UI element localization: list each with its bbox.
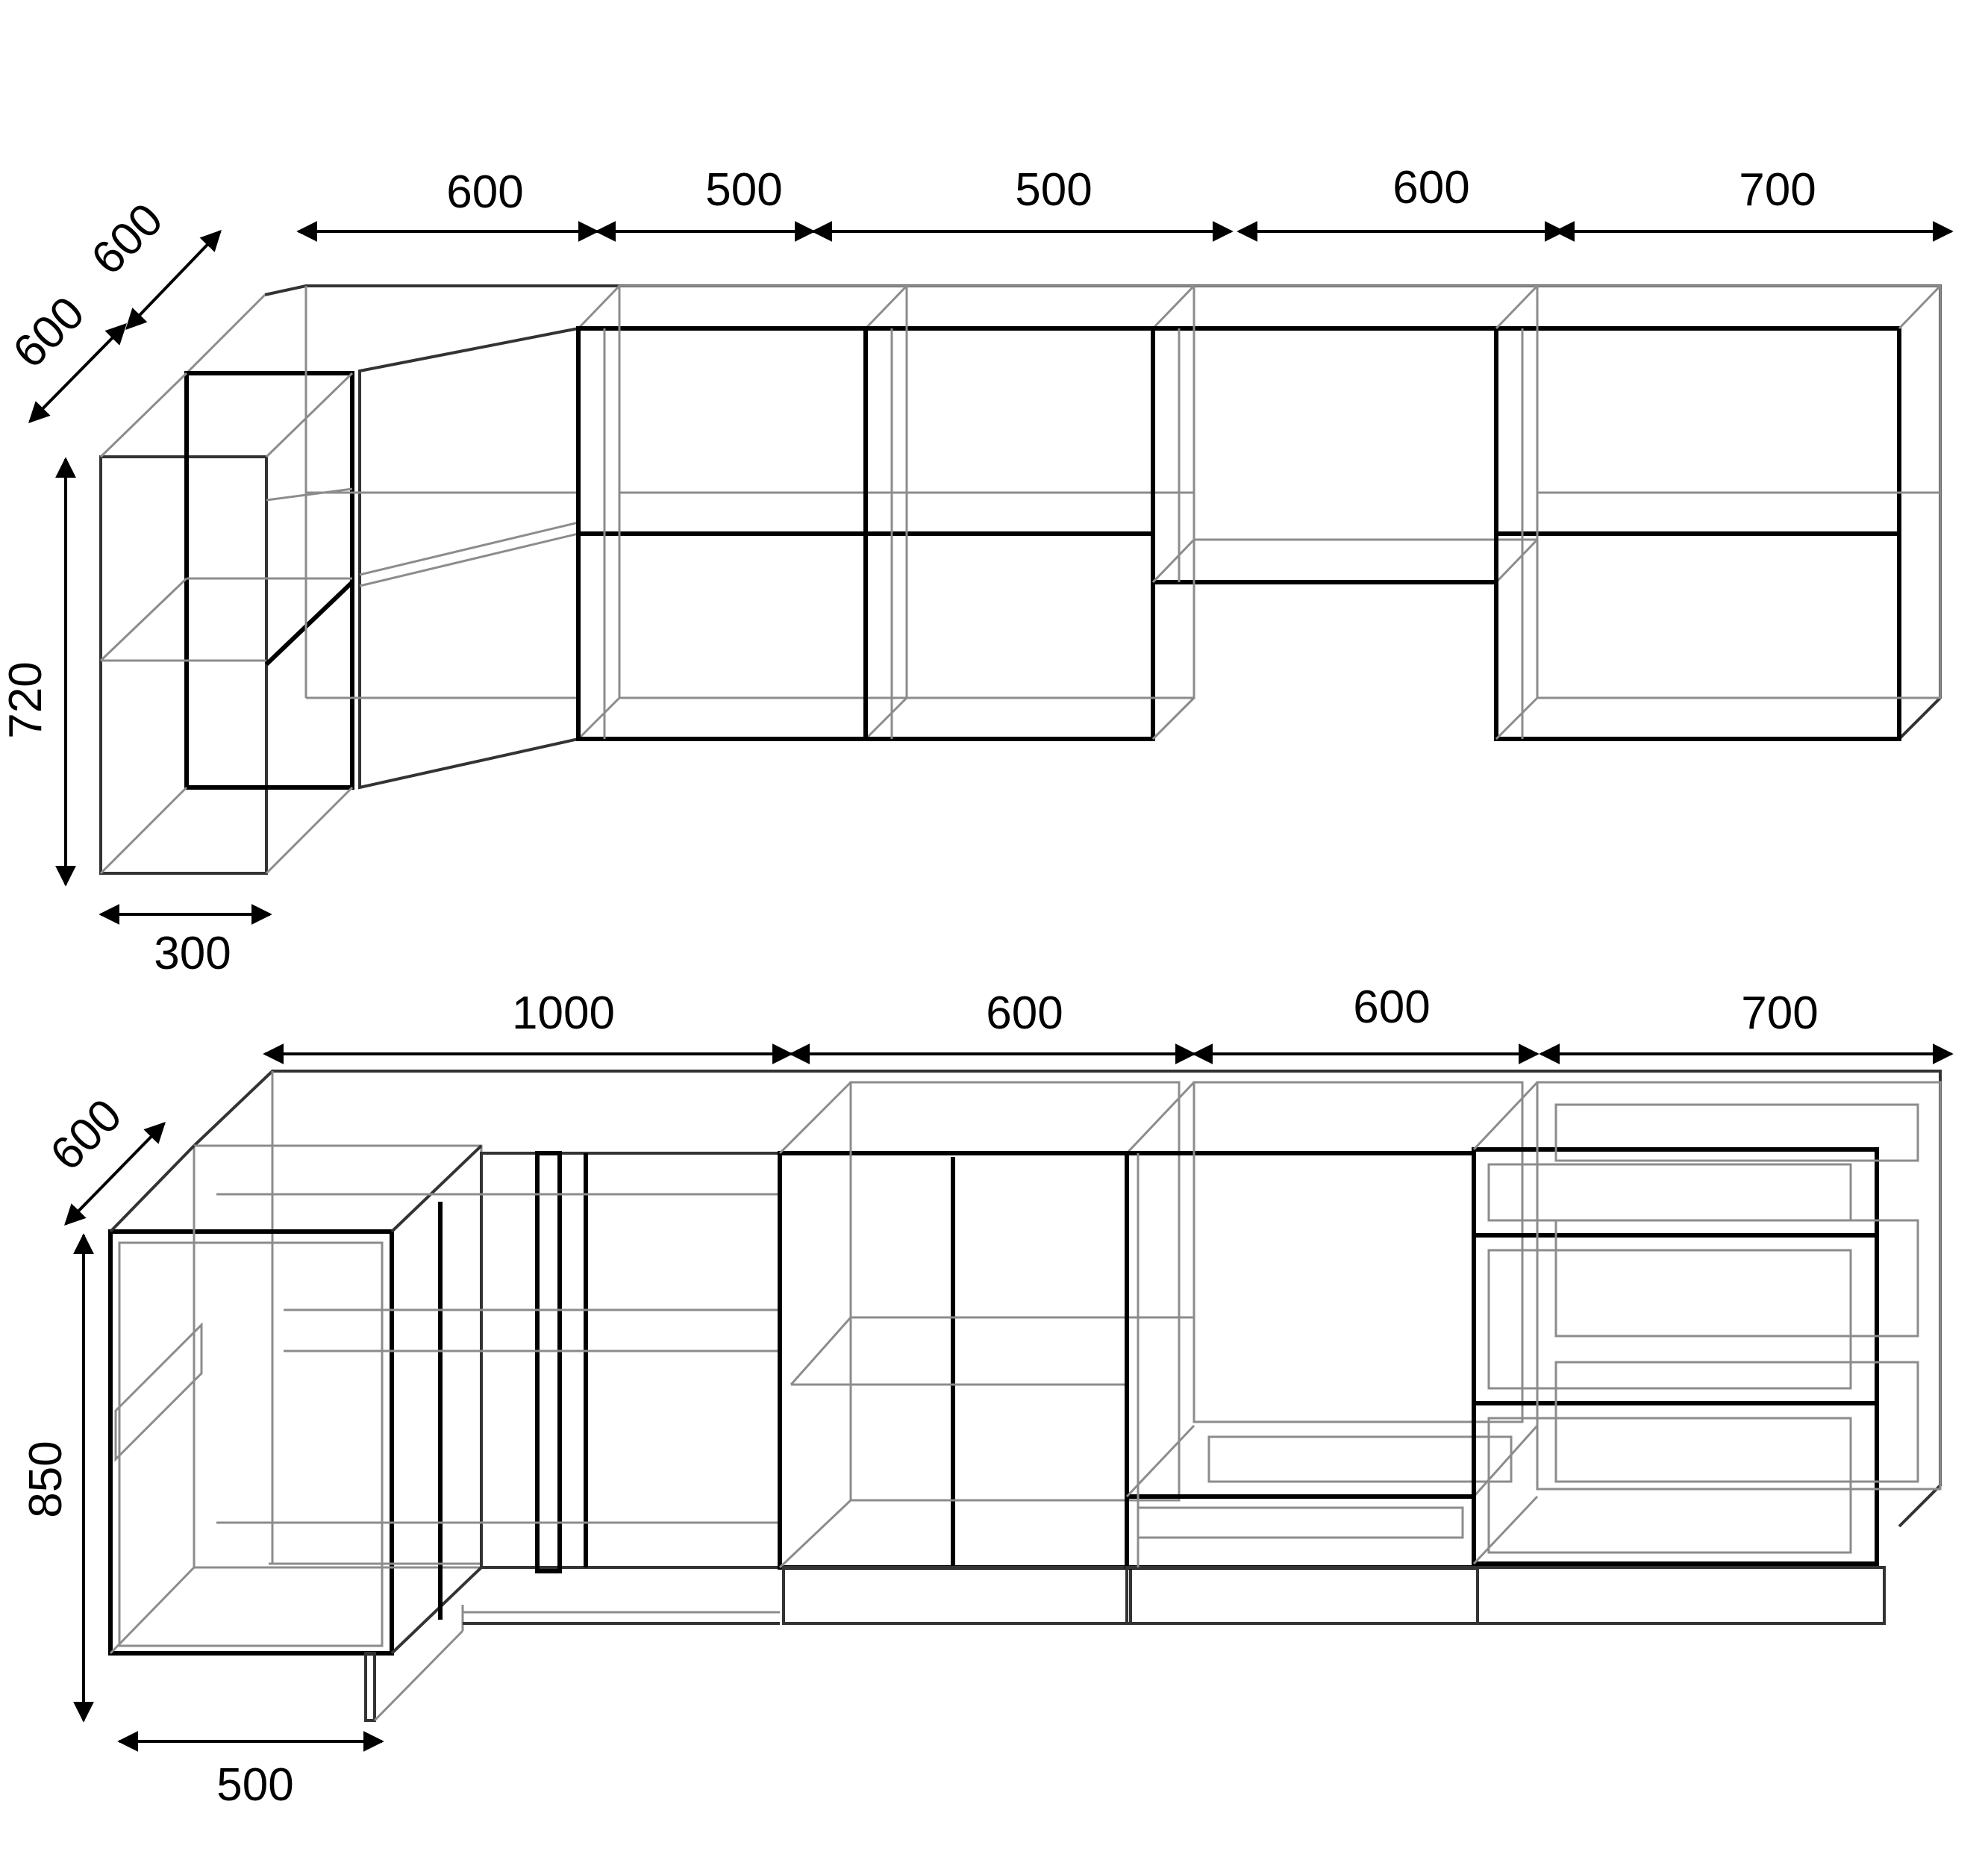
lower-width-label-2: 600 <box>986 987 1063 1039</box>
dimensions: 600 500 500 600 700 600 600 720 300 1000… <box>0 162 1954 1811</box>
upper-height-label: 720 <box>0 661 51 738</box>
upper-width-label-5: 700 <box>1739 164 1816 216</box>
upper-width-label-2: 500 <box>705 164 782 216</box>
upper-cabinet-500-a <box>576 284 908 741</box>
lower-end-width-label: 500 <box>216 1759 293 1811</box>
sink-base-cabinet <box>778 1081 1195 1625</box>
corner-base-cabinet <box>216 1151 781 1625</box>
upper-depth-label-2: 600 <box>4 287 95 378</box>
end-base-cabinet <box>108 1144 483 1722</box>
upper-cabinet-500-b <box>863 284 1195 741</box>
upper-cabinet-600-hood <box>1151 284 1539 740</box>
upper-width-label-3: 500 <box>1015 164 1092 216</box>
upper-width-label-4: 600 <box>1392 162 1469 213</box>
lower-height-label: 850 <box>20 1441 72 1517</box>
upper-end-width-label: 300 <box>154 928 231 979</box>
end-shelf-unit <box>99 371 354 875</box>
upper-cabinets <box>99 284 1942 875</box>
lower-width-label-1: 1000 <box>512 987 615 1039</box>
upper-cabinet-700 <box>1494 284 1942 741</box>
lower-width-label-3: 600 <box>1353 982 1430 1033</box>
upper-width-label-1: 600 <box>446 166 523 218</box>
oven-base-cabinet <box>1125 1081 1539 1625</box>
lower-cabinets <box>108 1070 1942 1722</box>
lower-width-label-4: 700 <box>1741 987 1818 1039</box>
lower-depth-label: 600 <box>41 1090 132 1181</box>
drawer-base-cabinet <box>1472 1081 1942 1625</box>
upper-depth-label-1: 600 <box>82 194 173 285</box>
